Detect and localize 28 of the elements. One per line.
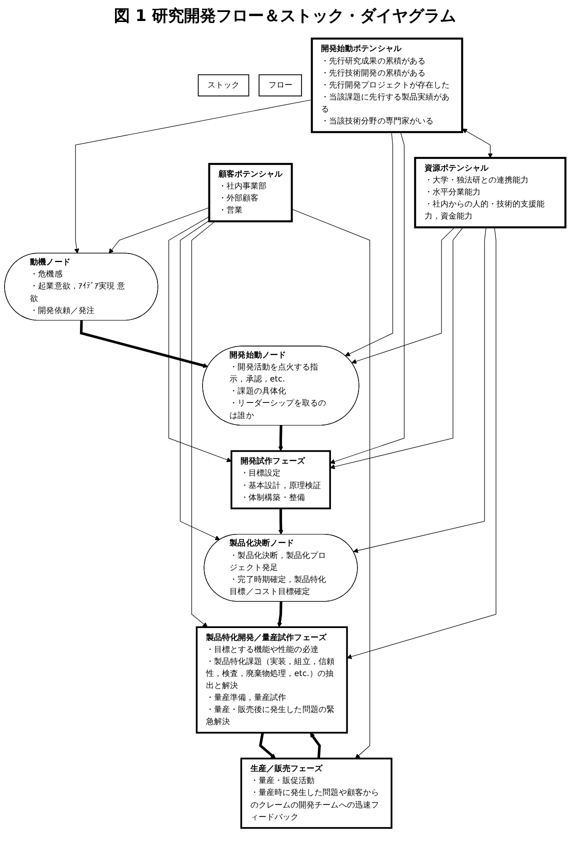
arrow bbox=[191, 221, 216, 628]
arrow bbox=[462, 128, 493, 158]
arrow bbox=[330, 227, 464, 470]
node-box: 開発試作フェーズ ・目標設定 ・基本設計，原理検証 ・体制構築・整備 bbox=[230, 450, 331, 510]
arrow bbox=[278, 426, 284, 452]
diagram-title: 図 1 研究開発フロー＆ストック・ダイヤグラム bbox=[112, 6, 458, 27]
arrow bbox=[346, 227, 496, 660]
arrow bbox=[258, 732, 276, 759]
arrow bbox=[310, 732, 321, 759]
arrow bbox=[330, 132, 404, 464]
arrow bbox=[353, 227, 486, 554]
node-box: 開発始動ポテンシャル ・先行研究成果の累積がある ・先行技術開発の累積がある ・先行開発プロジェクトが存在した ・当該課題に先行する製品実績がある ・当該技術分野の専門家がいる bbox=[310, 38, 464, 134]
arrow bbox=[352, 227, 455, 364]
arrow bbox=[277, 602, 282, 628]
arrow bbox=[278, 508, 284, 535]
arrow bbox=[292, 208, 370, 759]
node-box: ストック bbox=[198, 74, 250, 96]
arrow bbox=[180, 220, 220, 540]
arrow bbox=[108, 207, 210, 254]
arrow bbox=[168, 216, 232, 462]
node-box: 製品特化開発／量産試作フェーズ ・目標とする機能や性能の必達 ・製品特化課題（実装，組立，信頼性，検査，廃棄物処理，etc.）の抽出と解決 ・量産準備，量産試作 ・量産・販売後に発生した問題の緊急解決 bbox=[196, 626, 348, 734]
node-box: フロー bbox=[258, 74, 302, 96]
node-box: 生産／販売フェーズ ・量産・販促活動 ・量産時に発生した問題や顧客からのクレームの開発チームへの迅速フィードバック bbox=[240, 758, 392, 829]
arrow bbox=[80, 320, 208, 368]
node-box: 顧客ポテンシャル ・社内事業部 ・外部顧客 ・営業 bbox=[208, 162, 293, 222]
node-box: 資源ポテンシャル ・大学・独法研との連携能力 ・水平分業能力 ・社内からの人的・技術的支援能力，資金能力 bbox=[414, 156, 566, 228]
arrow bbox=[345, 132, 394, 356]
arrow bbox=[74, 99, 312, 254]
